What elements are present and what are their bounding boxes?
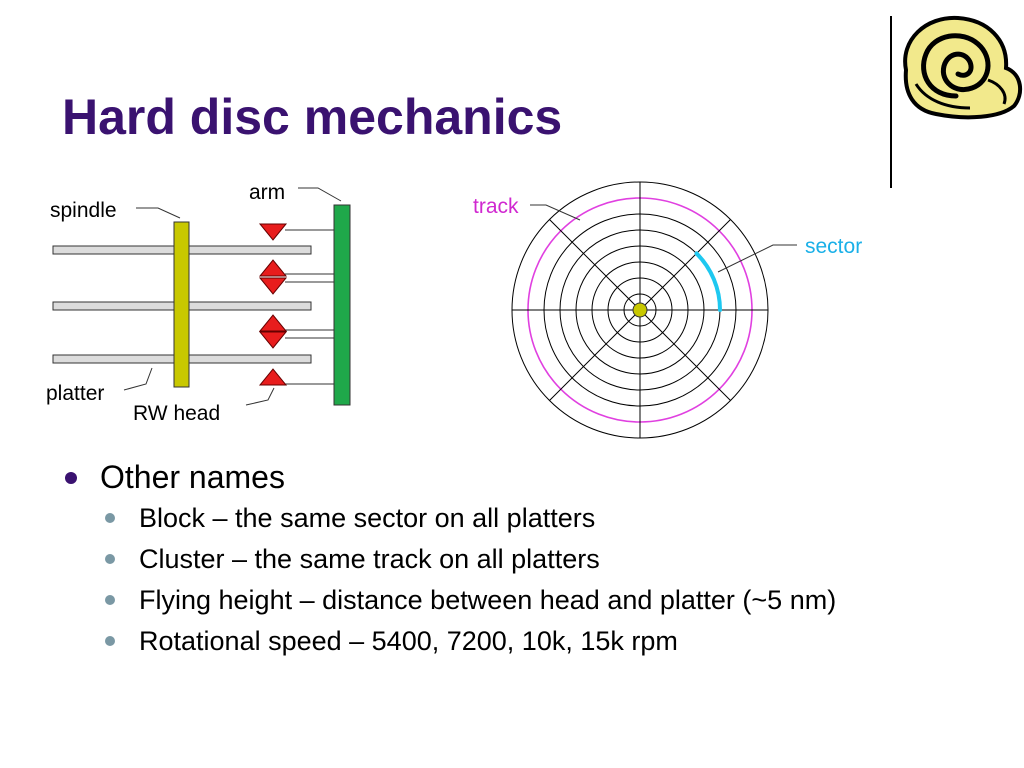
platter-leader <box>123 367 153 391</box>
spindle-label: spindle <box>50 199 117 222</box>
slide-title: Hard disc mechanics <box>62 89 563 145</box>
rw-head <box>258 259 288 277</box>
sub-bullet-text: Cluster – the same track on all platters <box>139 544 600 574</box>
platter-label: platter <box>46 382 104 405</box>
arm-label: arm <box>249 181 285 204</box>
sub-bullet-text: Block – the same sector on all platters <box>139 503 596 533</box>
rw-head <box>258 277 288 295</box>
sector-label: sector <box>805 235 862 258</box>
bullet-list: Other names Block – the same sector on a… <box>62 456 1002 662</box>
disc-hub <box>632 302 648 318</box>
track-label: track <box>473 195 519 218</box>
rw-head <box>258 368 288 386</box>
sector-leader <box>717 244 797 273</box>
bullet-main-text: Other names <box>100 459 285 495</box>
sub-bullet-dot-icon <box>105 595 115 605</box>
bullet-dot-icon <box>65 472 77 484</box>
sub-bullet: Block – the same sector on all platters <box>62 498 1002 539</box>
rw-head-leader <box>245 387 275 406</box>
sub-bullet-dot-icon <box>105 513 115 523</box>
sub-bullet-text: Flying height – distance between head an… <box>139 585 837 615</box>
spindle-leader <box>136 207 181 219</box>
sub-bullet: Rotational speed – 5400, 7200, 10k, 15k … <box>62 621 1002 662</box>
track-leader <box>530 204 581 221</box>
bullet-main: Other names <box>62 456 1002 498</box>
disc-surface-diagram: track sector <box>473 181 862 439</box>
rw-head <box>258 223 288 241</box>
sub-bullet-text: Rotational speed – 5400, 7200, 10k, 15k … <box>139 626 678 656</box>
title-divider <box>890 16 892 188</box>
rw-head <box>258 331 288 349</box>
arm-leader <box>298 187 342 202</box>
spindle <box>173 221 190 388</box>
rw-head-label: RW head <box>133 402 220 425</box>
sub-bullet: Flying height – distance between head an… <box>62 580 1002 621</box>
snail-shell-icon <box>903 15 1023 120</box>
sub-bullet: Cluster – the same track on all platters <box>62 539 1002 580</box>
sector-arc <box>694 251 722 312</box>
diagram-canvas: spindle arm platter RW head track sector <box>46 181 862 439</box>
arm <box>333 204 351 406</box>
sub-bullet-dot-icon <box>105 554 115 564</box>
disk-mechanism-diagram: spindle arm platter RW head <box>46 181 351 425</box>
sub-bullet-dot-icon <box>105 636 115 646</box>
rw-head <box>258 314 288 332</box>
